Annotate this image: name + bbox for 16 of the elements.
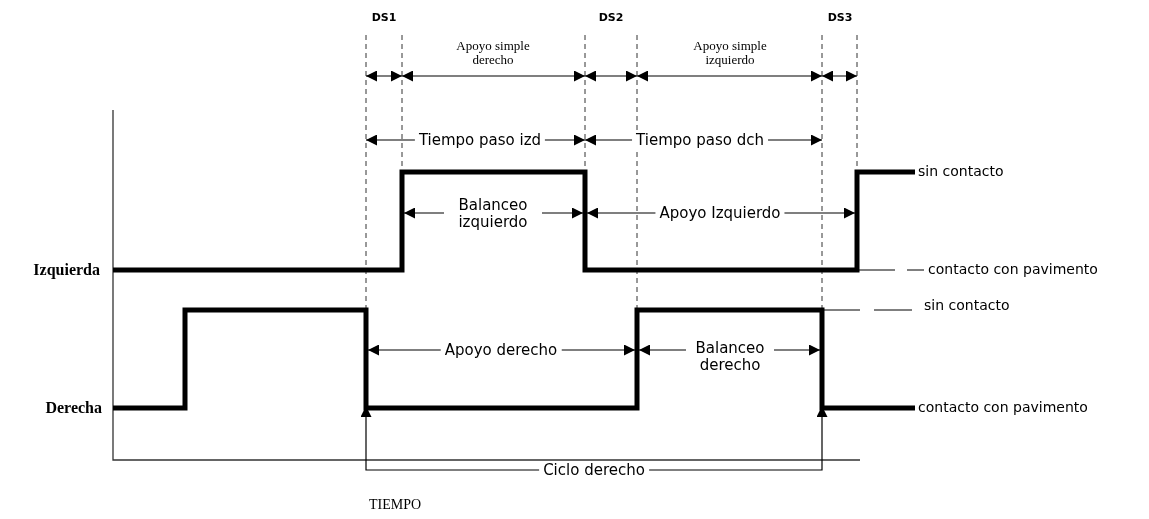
phase-label: Tiempo paso dch [632, 131, 768, 149]
phase-label: Tiempo paso izd [414, 131, 546, 149]
signal-name: Izquierda [33, 261, 100, 279]
signal-name: Derecha [45, 399, 102, 417]
axis-label: TIEMPO [368, 497, 422, 513]
state-label: sin contacto [924, 298, 1010, 314]
state-label: contacto con pavimento [928, 262, 1098, 278]
state-label: contacto con pavimento [918, 400, 1088, 416]
interval-label: DS2 [598, 11, 624, 25]
phase-label: Balanceo izquierdo [444, 196, 542, 230]
phase-label: Apoyo Izquierdo [655, 204, 785, 222]
phase-label: Balanceo derecho [686, 339, 774, 373]
interval-label: DS1 [371, 11, 397, 25]
phase-label: Apoyo derecho [440, 341, 562, 359]
interval-label: DS3 [827, 11, 853, 25]
state-label: sin contacto [918, 164, 1004, 180]
